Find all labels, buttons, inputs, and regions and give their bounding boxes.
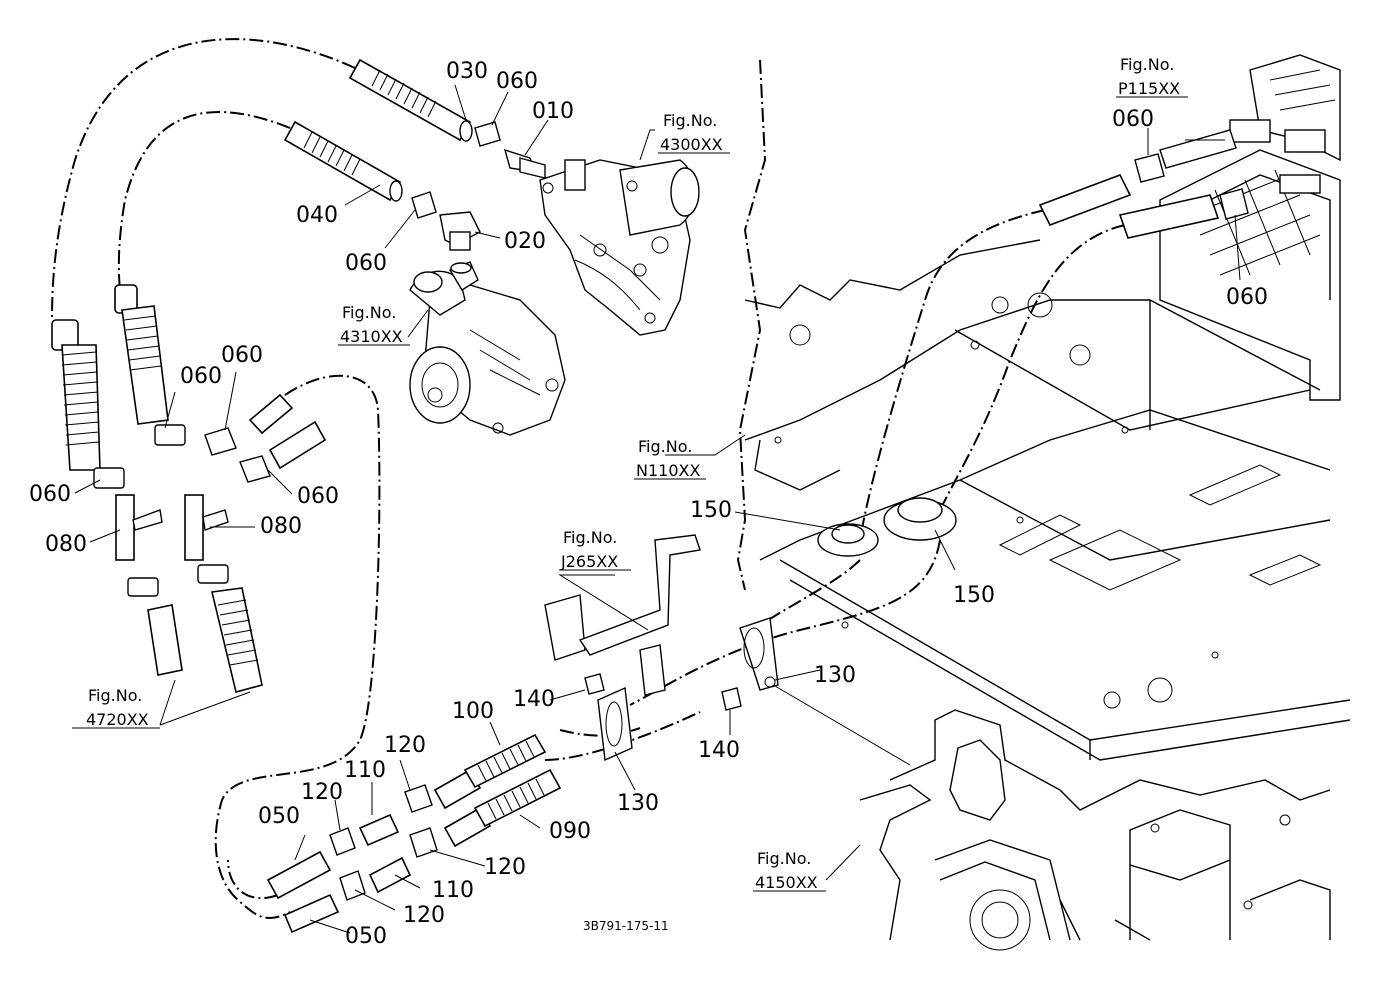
fig-p115-code: P115XX: [1118, 79, 1180, 98]
bolts-140: [584, 673, 742, 711]
label-080-b: 080: [260, 514, 302, 539]
label-050-b: 050: [345, 924, 387, 949]
right-top-hoses: [1038, 129, 1249, 239]
frame-chassis: [736, 59, 1351, 761]
label-060-c: 060: [1112, 107, 1154, 132]
fig-n110-head: Fig.No.: [638, 437, 692, 456]
label-060-g: 060: [29, 482, 71, 507]
part-labels: 030 060 010 040 020 060 060 060 060 060 …: [29, 59, 1268, 949]
radiator-unit: [1159, 54, 1341, 401]
label-060-b: 060: [345, 251, 387, 276]
fig-4720-code: 4720XX: [86, 710, 149, 729]
fig-4300-code: 4300XX: [660, 135, 723, 154]
figure-references: Fig.No. 4300XX Fig.No. 4310XX Fig.No. P1…: [72, 55, 1188, 892]
clip-130-right: [739, 617, 779, 691]
fig-4150-head: Fig.No.: [757, 849, 811, 868]
fig-n110-code: N110XX: [636, 461, 700, 480]
label-150-b: 150: [953, 583, 995, 608]
label-060-f: 060: [180, 364, 222, 389]
label-150-a: 150: [690, 498, 732, 523]
bottom-hose-assembly: [266, 733, 562, 934]
label-120-b: 120: [301, 780, 343, 805]
label-140-a: 140: [513, 687, 555, 712]
fig-4300-head: Fig.No.: [663, 111, 717, 130]
label-120-a: 120: [384, 733, 426, 758]
thermostat-housing: [539, 159, 700, 336]
fig-4310-code: 4310XX: [340, 327, 403, 346]
label-060-d: 060: [1226, 285, 1268, 310]
hose-030: [348, 58, 473, 142]
fitting-020: [439, 211, 481, 274]
label-090: 090: [549, 819, 591, 844]
label-060-e: 060: [221, 343, 263, 368]
clip-130-left: [597, 686, 633, 762]
label-030: 030: [446, 59, 488, 84]
label-110-a: 110: [344, 758, 386, 783]
fitting-010: [503, 148, 546, 179]
left-hose-assembly: [51, 284, 327, 693]
label-080-a: 080: [45, 532, 87, 557]
grommets-150: [817, 497, 957, 557]
label-140-b: 140: [698, 738, 740, 763]
label-130-a: 130: [814, 663, 856, 688]
leader-lines: [74, 84, 1241, 934]
label-040: 040: [296, 203, 338, 228]
fig-j265-code: J265XX: [560, 552, 618, 571]
fig-4720-head: Fig.No.: [88, 686, 142, 705]
label-060-h: 060: [297, 484, 339, 509]
drawing-code: 3B791-175-11: [583, 919, 669, 933]
fig-4310-head: Fig.No.: [342, 303, 396, 322]
label-020: 020: [504, 229, 546, 254]
label-050-a: 050: [258, 804, 300, 829]
label-010: 010: [532, 99, 574, 124]
bracket-j265: [544, 534, 701, 696]
hose-040: [283, 120, 403, 202]
fig-4150-code: 4150XX: [755, 873, 818, 892]
label-110-b: 110: [432, 878, 474, 903]
label-120-c: 120: [484, 855, 526, 880]
clamp-060-top: [411, 121, 501, 219]
hose-routing-lines: [51, 38, 1126, 919]
label-060-a: 060: [496, 69, 538, 94]
label-130-b: 130: [617, 791, 659, 816]
label-120-d: 120: [403, 903, 445, 928]
transmission-housing: [859, 709, 1331, 951]
water-pump: [409, 261, 566, 436]
fig-j265-head: Fig.No.: [563, 528, 617, 547]
label-100: 100: [452, 699, 494, 724]
fig-p115-head: Fig.No.: [1120, 55, 1174, 74]
